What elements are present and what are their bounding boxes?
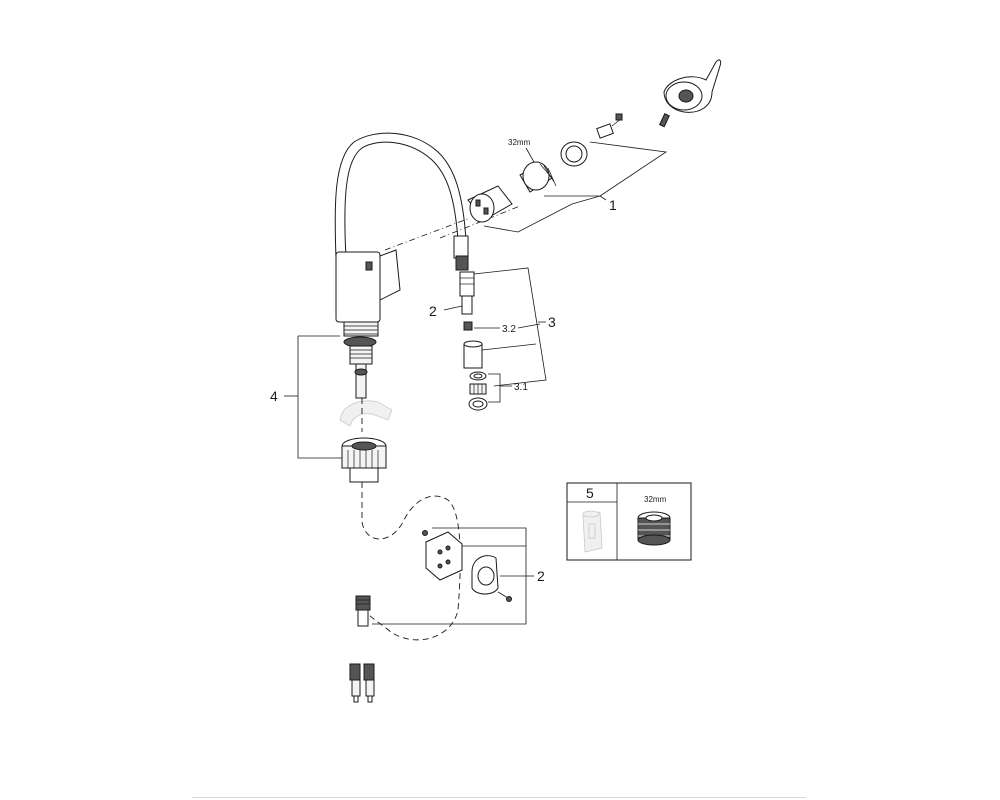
- cartridge-ring: [560, 141, 588, 167]
- flow-regulator: [463, 340, 483, 369]
- dimension-box: 32mm: [644, 495, 667, 504]
- hex-screw: [596, 113, 623, 139]
- footer-divider: [192, 797, 806, 798]
- dimension-cartridge: 32mm: [508, 138, 531, 147]
- callout-5: 5: [586, 485, 594, 501]
- callout-1: 1: [609, 197, 617, 213]
- supply-tube: [355, 363, 367, 399]
- spray-adapter: [459, 271, 475, 331]
- cartridge-nut: [519, 161, 557, 193]
- callout-4: 4: [270, 388, 278, 404]
- callout-3: 3: [548, 314, 556, 330]
- spare-parts-box: 5 32mm: [566, 482, 692, 561]
- spray-connector: [455, 255, 469, 271]
- callout-3-1-bracket: [488, 373, 512, 403]
- axis-line: [384, 217, 471, 251]
- ghost-washer: [339, 400, 393, 427]
- callout-3-1: 3.1: [514, 382, 528, 393]
- spray-hose-end: [453, 235, 469, 259]
- body-cylinder: [335, 251, 381, 323]
- hose-weight: [471, 555, 512, 602]
- callout-4-bracket: [297, 335, 342, 459]
- callout-3-bracket: [473, 267, 547, 387]
- set-screw: [658, 113, 670, 128]
- threaded-shank: [349, 345, 373, 365]
- supply-hoses: [349, 663, 375, 703]
- callout-2-bottom: 2: [537, 568, 545, 584]
- brand-mark: [365, 261, 373, 271]
- lever-socket: [379, 249, 401, 301]
- faucet-body: [335, 249, 401, 399]
- spare-nut: [637, 511, 671, 546]
- hose-connector: [355, 595, 371, 627]
- aerator-parts: [468, 371, 488, 411]
- faucet-spout: [334, 132, 469, 271]
- hose-weight-clamp: [422, 530, 463, 581]
- lever-handle: [663, 59, 722, 113]
- callout-2-top: 2: [429, 303, 437, 319]
- cartridge: [467, 185, 513, 223]
- body-base: [343, 321, 379, 337]
- callout-3-2: 3.2: [502, 324, 516, 335]
- mounting-nut: [341, 437, 387, 483]
- callout-1-leader: [483, 195, 601, 233]
- extension-piece: [582, 510, 603, 553]
